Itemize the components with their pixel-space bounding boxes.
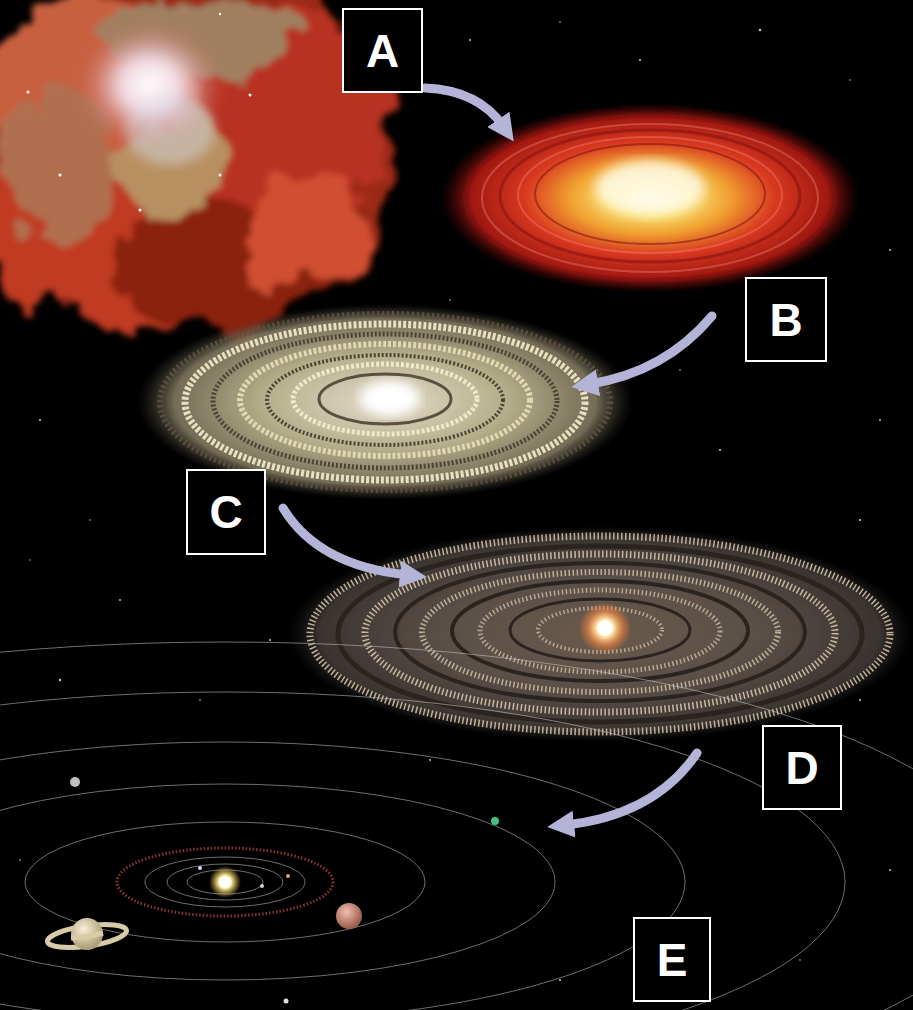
- stage-label-box: C: [186, 469, 266, 555]
- stage-letter: B: [769, 297, 802, 343]
- stage-letter: C: [209, 489, 242, 535]
- stage-label-box: B: [745, 277, 827, 362]
- stage-label-box: D: [762, 725, 842, 810]
- stage-label-box: A: [342, 8, 423, 93]
- stage-letter: E: [657, 937, 688, 983]
- stage-letter: A: [366, 28, 399, 74]
- stage-label-box: E: [633, 917, 711, 1002]
- stage-letter: D: [785, 745, 818, 791]
